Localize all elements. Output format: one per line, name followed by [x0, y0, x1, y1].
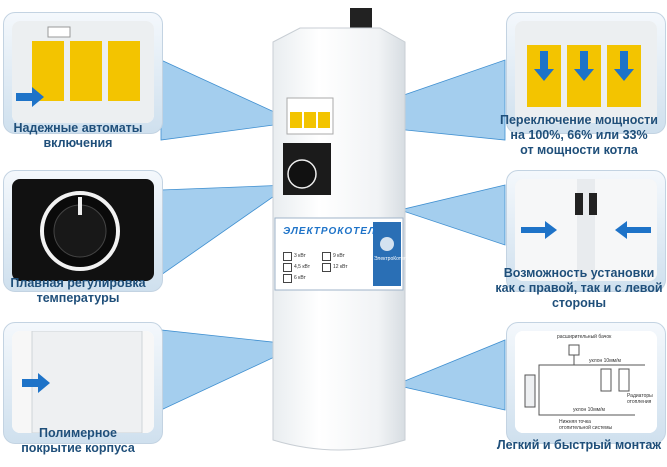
option-label: 4,5 кВт [294, 264, 310, 270]
temperature-knob [287, 159, 317, 189]
arrow-left-icon [615, 221, 651, 239]
installation-diagram: расширительный бачок уклон 10мм/м Радиат… [515, 331, 657, 433]
power-switch-photo [515, 21, 657, 123]
option-checkbox [322, 263, 331, 272]
mounting-side-photo [515, 179, 657, 281]
option-checkbox [283, 252, 292, 261]
option-checkbox [283, 263, 292, 272]
diagram-tank-label: расширительный бачок [557, 334, 612, 340]
electric-boiler [272, 8, 406, 451]
diagram-slope-top-label: уклон 10мм/м [589, 358, 621, 364]
logo-icon [380, 237, 394, 251]
option-label: 9 кВт [333, 253, 345, 259]
feature-panel-temperature [3, 170, 163, 292]
arrow-icon [22, 373, 50, 393]
breaker-1 [290, 112, 302, 128]
feature-panel-mounting-side [506, 170, 666, 292]
option-label: 3 кВт [294, 253, 306, 259]
boiler-title: ЭЛЕКТРОКОТЕЛ [283, 226, 376, 237]
arrow-right-icon [521, 221, 557, 239]
caption-installation: Легкий и быстрый монтаж [496, 438, 662, 452]
callout-mounting-side [398, 184, 506, 246]
option-label: 12 кВт [333, 264, 348, 270]
label-logo-panel [373, 222, 401, 286]
feature-panel-breakers [3, 12, 163, 134]
feature-panel-power [506, 12, 666, 134]
option-label: 6 кВт [294, 275, 306, 281]
diagram-slope-bottom-label: уклон 10мм/м [573, 407, 605, 413]
breaker-2 [304, 112, 316, 128]
breakers-photo [12, 21, 154, 123]
boiler-logo-text: ЭлектроКотел [374, 256, 407, 262]
option-checkbox [322, 252, 331, 261]
arrow-icon [16, 87, 44, 107]
outlet-pipe [350, 8, 372, 28]
coating-photo [12, 331, 154, 433]
arrow-down-icon [534, 51, 634, 81]
feature-panel-installation: расширительный бачок уклон 10мм/м Радиат… [506, 322, 666, 444]
option-checkbox [283, 274, 292, 283]
thermostat-photo [12, 179, 154, 281]
diagram-radiators-label: Радиаторы отопления [627, 393, 653, 405]
breaker-3 [318, 112, 330, 128]
callout-installation [393, 339, 506, 411]
diagram-lowest-point-label: Нижняя точка отопительной системы [559, 419, 613, 431]
feature-panel-coating [3, 322, 163, 444]
